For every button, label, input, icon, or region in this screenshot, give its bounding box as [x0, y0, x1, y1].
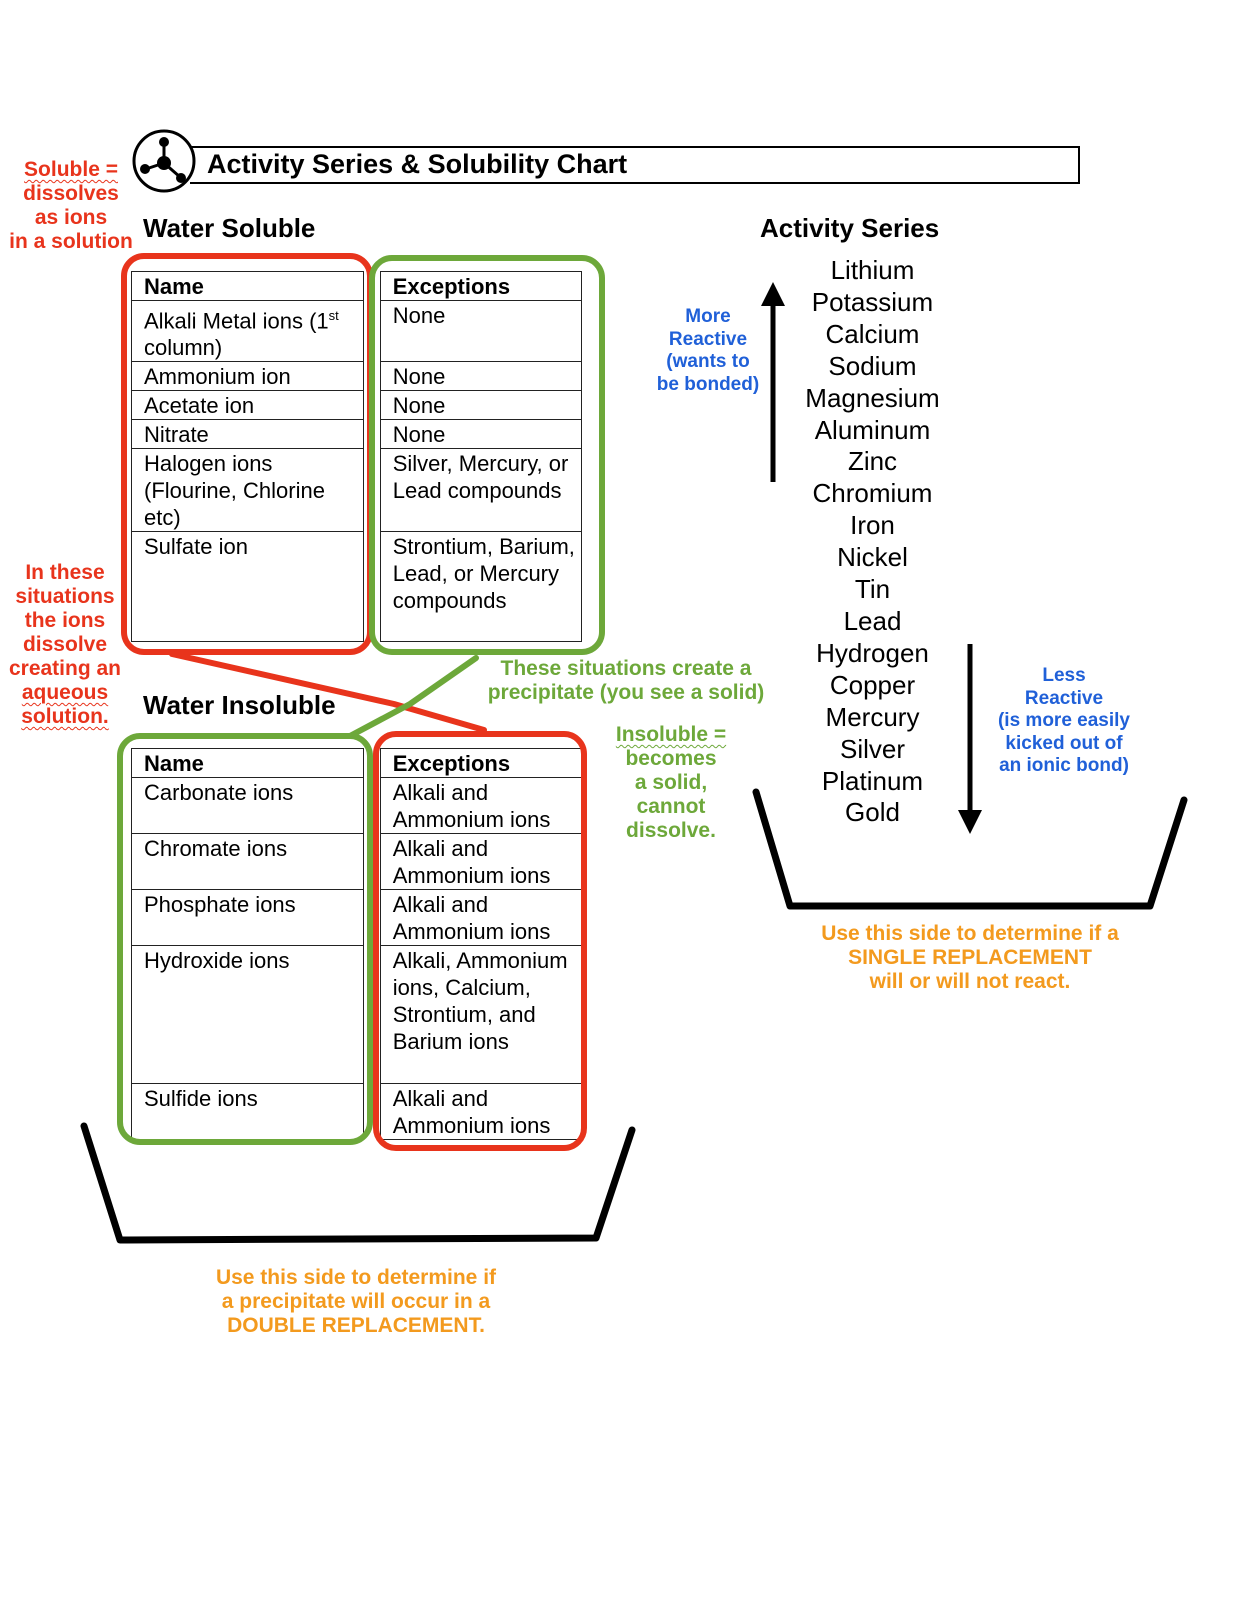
- metal-item: Copper: [829, 669, 916, 700]
- insoluble-exception: Alkali, Ammonium ions, Calcium, Strontiu…: [379, 945, 583, 1084]
- metal-item: Hydrogen: [816, 637, 929, 668]
- soluble-exception: Silver, Mercury, or Lead compounds: [379, 448, 583, 533]
- single-replacement-note: Use this side to determine if a SINGLE R…: [821, 922, 1119, 993]
- insoluble-exception: Alkali and Ammonium ions: [379, 1083, 583, 1140]
- ions-dissolve-note: In these situations the ions dissolve cr…: [8, 561, 122, 728]
- precipitate-note: These situations create a precipitate (y…: [487, 657, 765, 704]
- metal-item: Mercury: [825, 701, 920, 732]
- metal-item: Platinum: [821, 765, 924, 796]
- soluble-name: Sulfate ion: [131, 531, 364, 643]
- double-replacement-note: Use this side to determine if a precipit…: [215, 1266, 497, 1337]
- soluble-name: Alkali Metal ions (1st column): [131, 299, 364, 363]
- metal-item: Potassium: [811, 286, 934, 317]
- insoluble-exception: Alkali and Ammonium ions: [379, 833, 583, 890]
- metal-item: Calcium: [825, 318, 920, 349]
- insoluble-names-highlight: [117, 733, 373, 1145]
- soluble-name: Acetate ion: [131, 390, 364, 421]
- soluble-exception: None: [379, 361, 583, 392]
- metal-item: Chromium: [812, 478, 933, 509]
- molecule-icon: [132, 129, 196, 193]
- header-bar: [190, 146, 1080, 184]
- insoluble-definition-note: Insoluble = becomes a solid, cannot diss…: [615, 723, 727, 842]
- insoluble-exception: Alkali and Ammonium ions: [379, 889, 583, 946]
- insoluble-name: Phosphate ions: [131, 889, 364, 946]
- metal-item: Silver: [839, 733, 905, 764]
- insoluble-header-name: Name: [131, 748, 364, 778]
- metal-item: Tin: [854, 574, 891, 605]
- red-connector-line: [169, 651, 487, 733]
- metal-item: Iron: [850, 510, 895, 541]
- water-soluble-title: Water Soluble: [143, 213, 316, 243]
- insoluble-name: Hydroxide ions: [131, 945, 364, 1084]
- soluble-exception: None: [379, 299, 583, 363]
- water-insoluble-title: Water Insoluble: [143, 690, 336, 720]
- single-replacement-bracket: [752, 788, 1188, 910]
- soluble-name: Halogen ions (Flourine, Chlorine etc): [131, 448, 364, 533]
- metal-item: Sodium: [828, 350, 917, 381]
- metal-item: Nickel: [837, 542, 908, 573]
- metal-item: Lithium: [830, 255, 915, 285]
- insoluble-header-exceptions: Exceptions: [379, 748, 583, 778]
- insoluble-name: Sulfide ions: [131, 1083, 364, 1140]
- less-reactive-note: Less Reactive (is more easily kicked out…: [997, 665, 1131, 776]
- metal-item: Lead: [843, 605, 902, 636]
- metal-item: Zinc: [847, 446, 898, 477]
- double-replacement-bracket: [80, 1122, 636, 1244]
- soluble-definition-note: Soluble = dissolves as ions in a solutio…: [9, 158, 133, 253]
- metal-item: Magnesium: [805, 382, 940, 413]
- soluble-exception: Strontium, Barium, Lead, or Mercury comp…: [379, 531, 583, 643]
- insoluble-exception: Alkali and Ammonium ions: [379, 777, 583, 834]
- soluble-names-highlight: [121, 253, 373, 655]
- insoluble-exceptions-highlight: [373, 731, 587, 1151]
- page-title: Activity Series & Solubility Chart: [207, 149, 628, 179]
- activity-series-title: Activity Series: [760, 213, 940, 243]
- insoluble-name: Carbonate ions: [131, 777, 364, 834]
- insoluble-name: Chromate ions: [131, 833, 364, 890]
- up-arrow-icon: [761, 282, 785, 306]
- down-arrow-icon: [958, 810, 982, 834]
- water-insoluble-table: Name Exceptions Carbonate ions Alkali an…: [131, 748, 583, 1140]
- soluble-name: Ammonium ion: [131, 361, 364, 392]
- more-reactive-note: More Reactive (wants to be bonded): [656, 306, 760, 395]
- soluble-exception: None: [379, 419, 583, 450]
- metal-item: Gold: [845, 797, 900, 828]
- soluble-header-exceptions: Exceptions: [379, 271, 583, 301]
- metal-item: Aluminum: [814, 414, 931, 445]
- soluble-exceptions-highlight: [369, 255, 605, 655]
- activity-series-list: Lithium Potassium Calcium Sodium Magnesi…: [790, 255, 955, 829]
- green-connector-line: [347, 655, 479, 739]
